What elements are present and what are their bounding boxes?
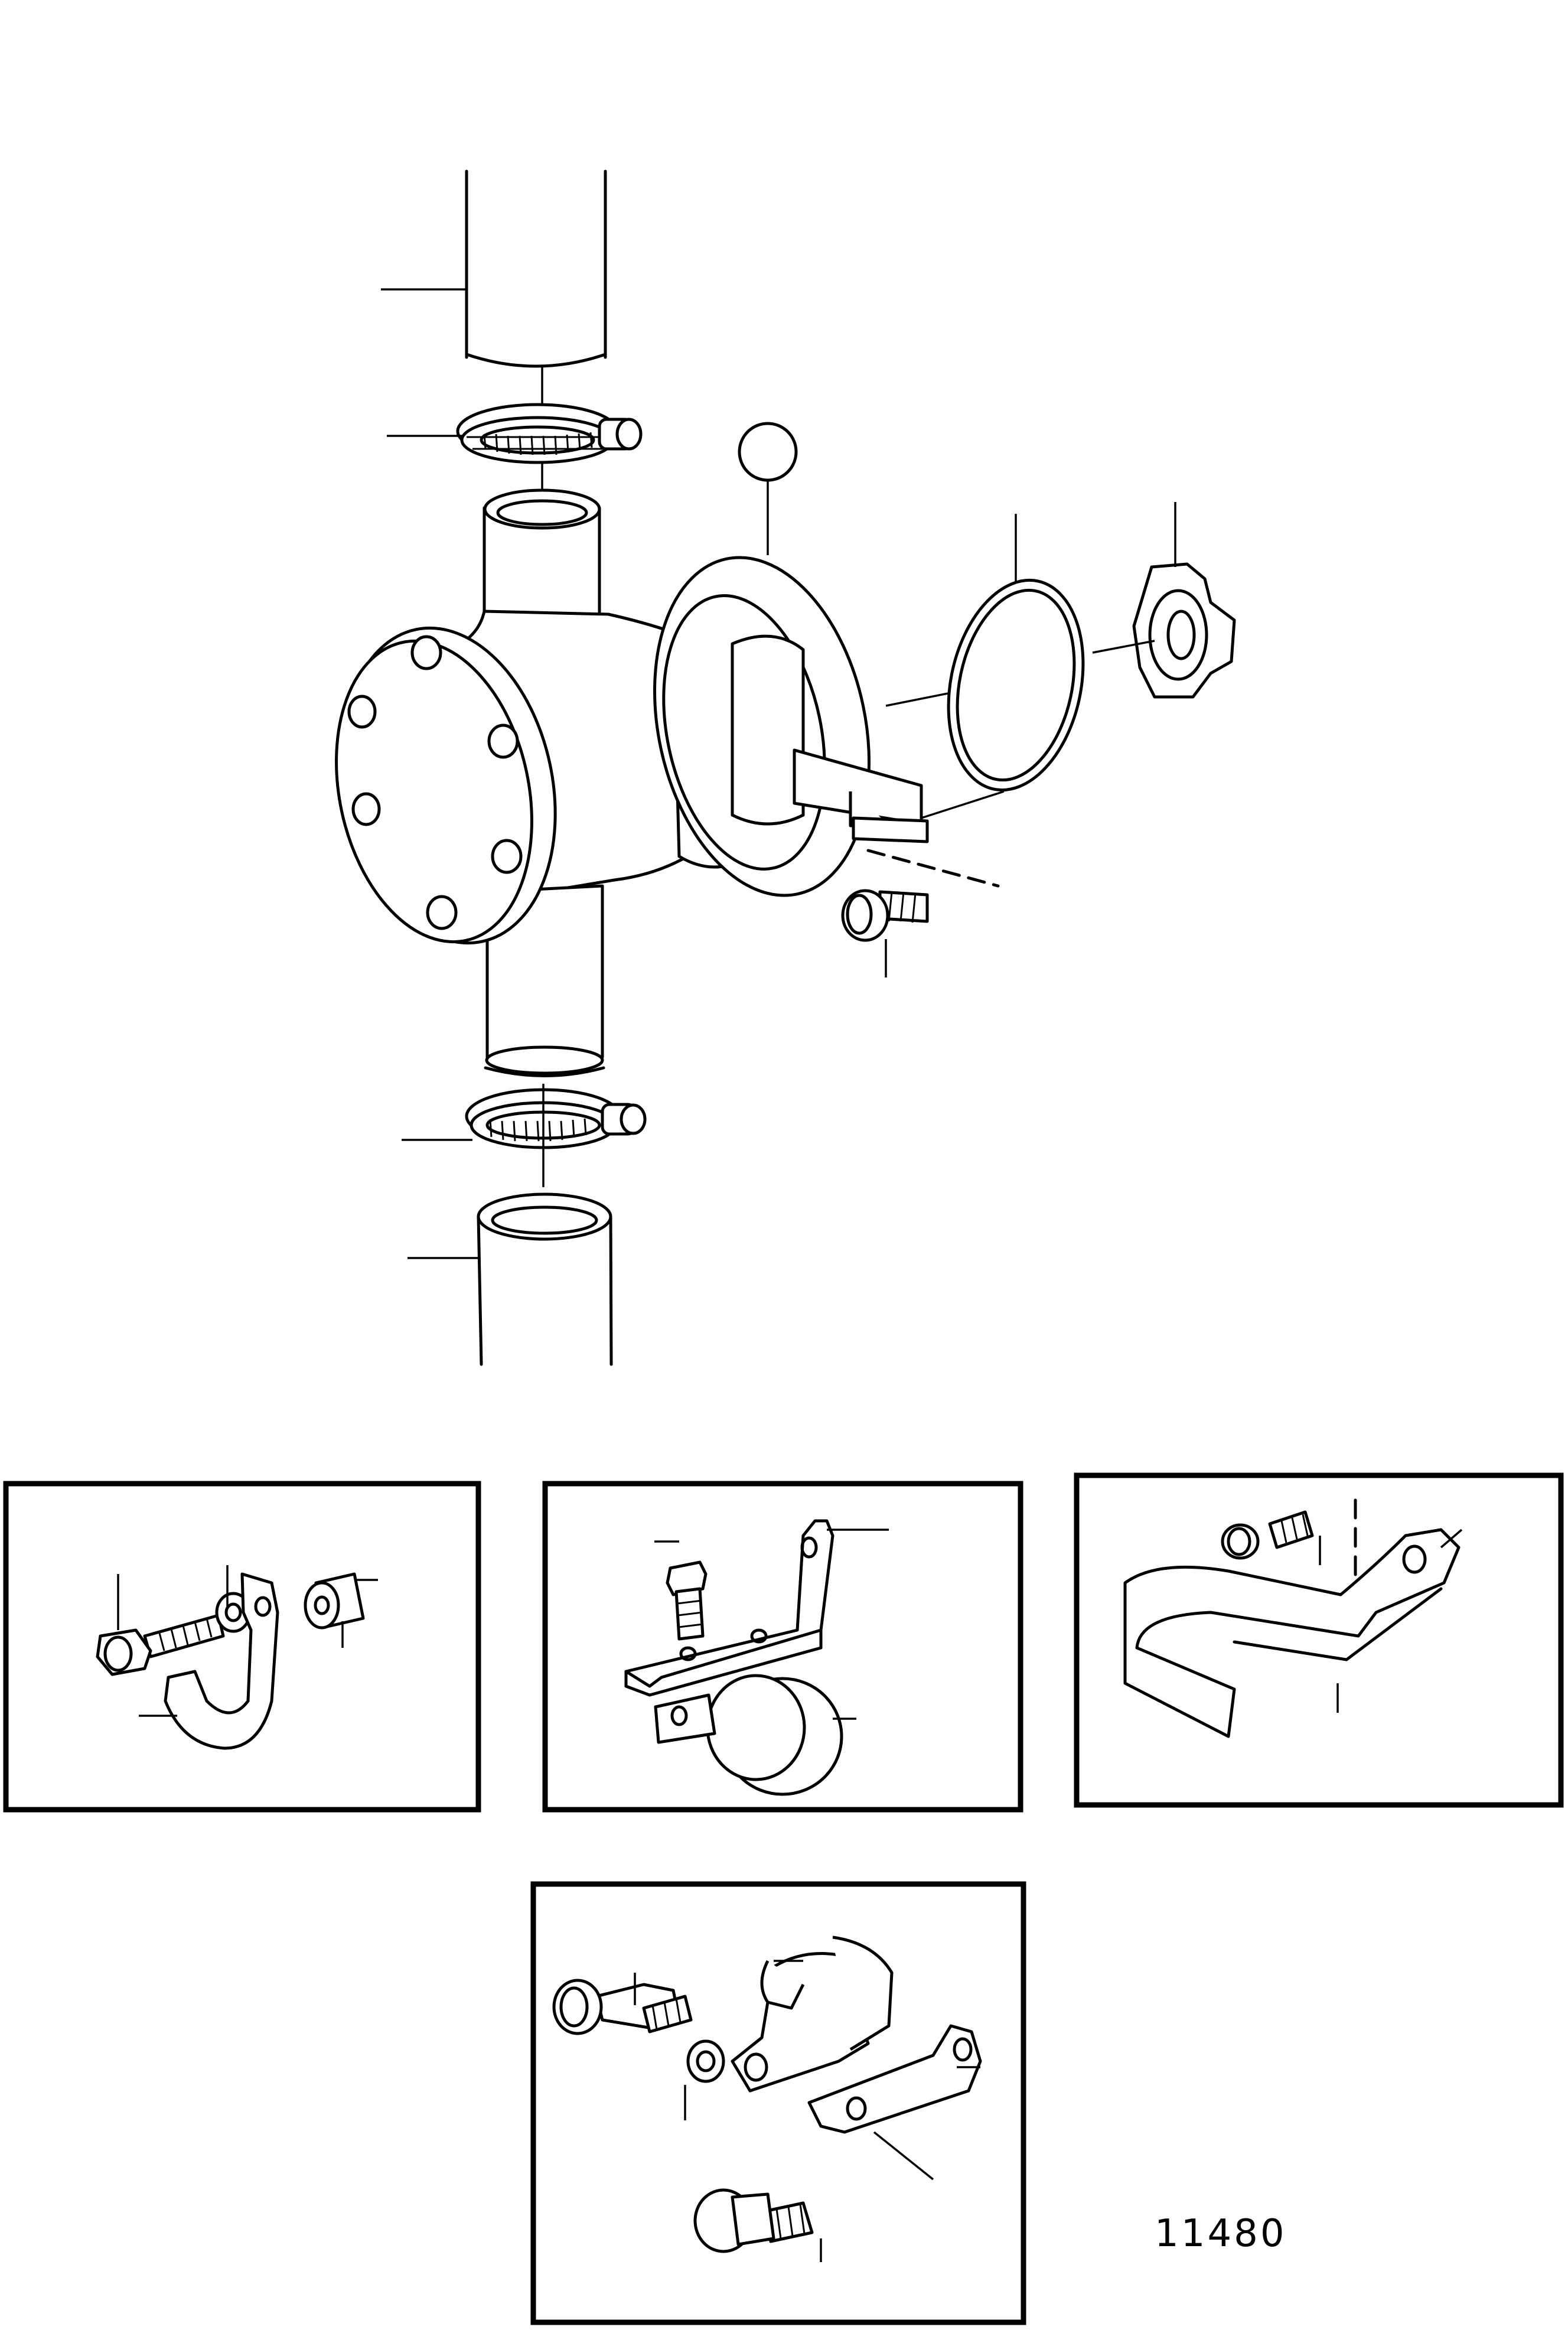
pump-cover-with-bolts [335,626,557,945]
detail-panel-1 [3,1481,481,1813]
pump-flange [653,422,1034,897]
detail-panel-3 [1074,1472,1564,1808]
upper-hose-clamp [387,403,643,464]
lower-hose-clamp [402,1084,647,1187]
coupling [1092,502,1236,699]
leader-line [1440,1529,1463,1549]
detail-panel-2 [542,1481,1023,1813]
o-ring [947,514,1085,792]
detail-panel-4 [530,1881,1026,2325]
drawing-reference-number: 11480 [1155,2212,1287,2256]
leader-line [921,790,1005,819]
lower-hose [408,1192,613,1366]
mounting-screw [841,889,929,977]
leader-line [1092,640,1155,654]
upper-hose [381,170,607,368]
key [852,790,1005,888]
leader-line [873,2131,934,2181]
